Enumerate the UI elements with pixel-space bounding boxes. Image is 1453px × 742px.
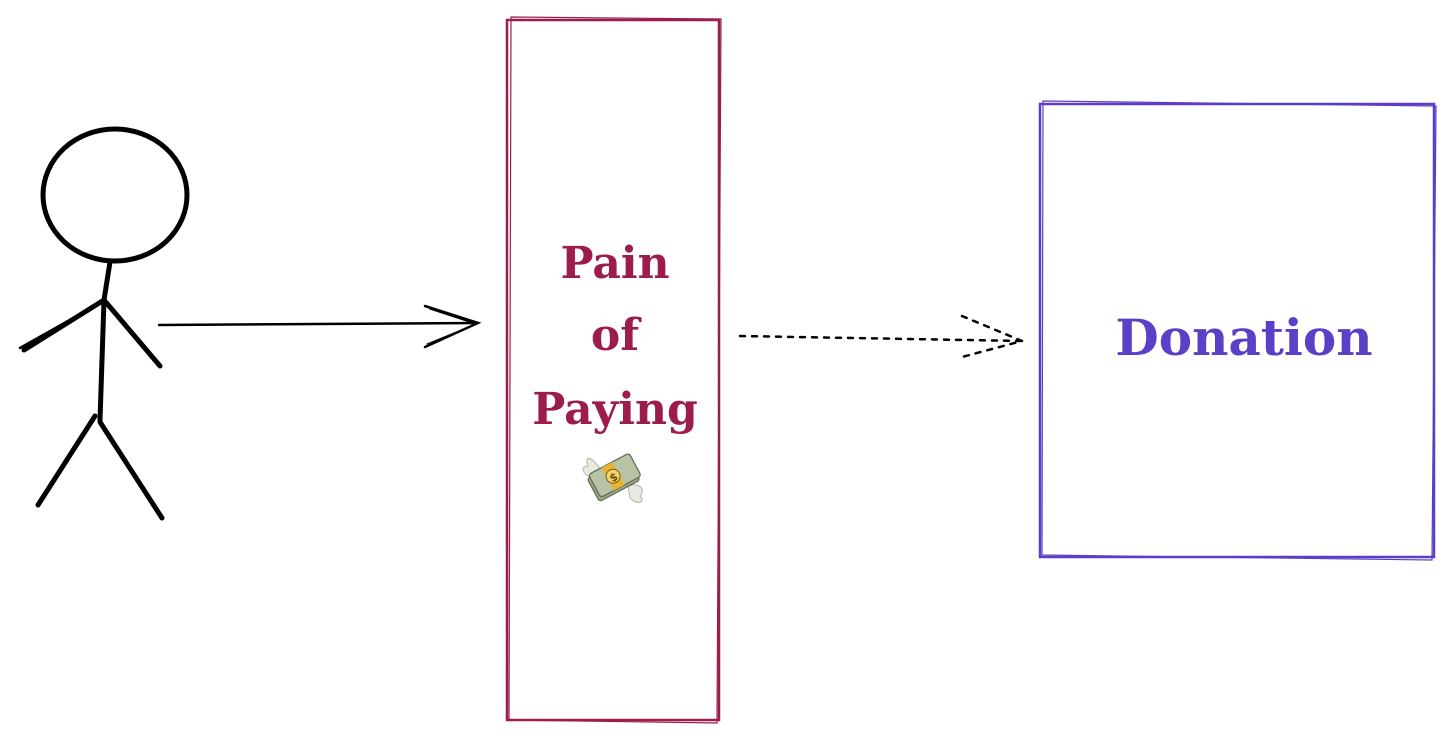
arrow-barrier-to-donation [738, 314, 1026, 359]
stick-figure-icon [18, 126, 190, 521]
donation-box [1038, 100, 1437, 561]
barrier-line-3: Paying [532, 384, 697, 435]
arrow-person-to-barrier [157, 304, 482, 349]
donation-label: Donation [1115, 308, 1372, 367]
barrier-line-1: Pain [560, 238, 669, 289]
barrier-line-2: of [591, 310, 642, 361]
barrier-box [505, 16, 722, 724]
money-with-wings-icon: $ [582, 453, 643, 503]
